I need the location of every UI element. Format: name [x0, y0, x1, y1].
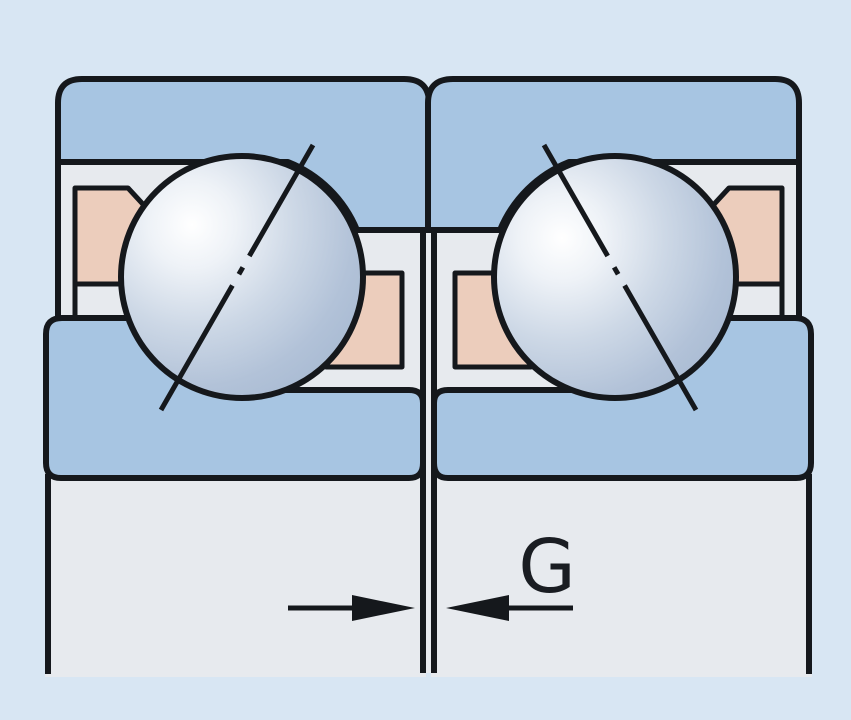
contact-angle-line-left — [158, 143, 316, 412]
dimension-g: G — [288, 524, 576, 621]
gap-dimension-label: G — [518, 524, 575, 610]
ball-right — [491, 153, 739, 401]
contact-angle-line-right — [541, 143, 699, 412]
bearing-left-shaft-section — [45, 470, 426, 677]
ball-left — [118, 153, 366, 401]
dimension-arrowhead-right-pointing — [352, 595, 415, 621]
dimension-arrowhead-left-pointing — [446, 595, 509, 621]
bearing-right-shaft-section — [431, 470, 812, 677]
